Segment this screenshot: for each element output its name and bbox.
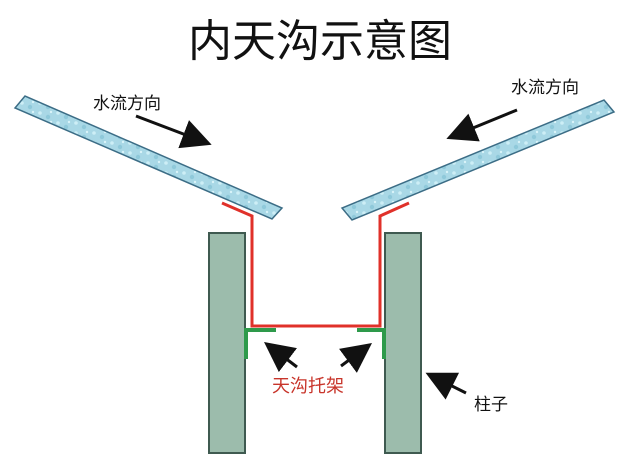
right-column: [384, 232, 422, 454]
left-water-flow-arrow: [135, 114, 212, 149]
left-gutter-bracket: [244, 328, 276, 359]
water-flow-label-right: 水流方向: [511, 78, 579, 98]
diagram-title: 内天沟示意图: [188, 16, 452, 67]
right-bracket-pointer-arrow: [338, 343, 373, 373]
left-column: [208, 232, 246, 454]
left-bracket-pointer-arrow: [264, 341, 298, 373]
column-label: 柱子: [474, 395, 508, 415]
water-flow-label-left: 水流方向: [93, 94, 161, 114]
left-roof-panel: [13, 95, 284, 220]
gutter-bracket-label: 天沟托架: [272, 376, 344, 397]
inner-gutter: [221, 201, 410, 328]
column-pointer-arrow: [425, 372, 467, 400]
right-water-flow-arrow: [446, 108, 518, 142]
right-roof-panel: [340, 99, 616, 221]
right-gutter-bracket: [357, 328, 386, 359]
